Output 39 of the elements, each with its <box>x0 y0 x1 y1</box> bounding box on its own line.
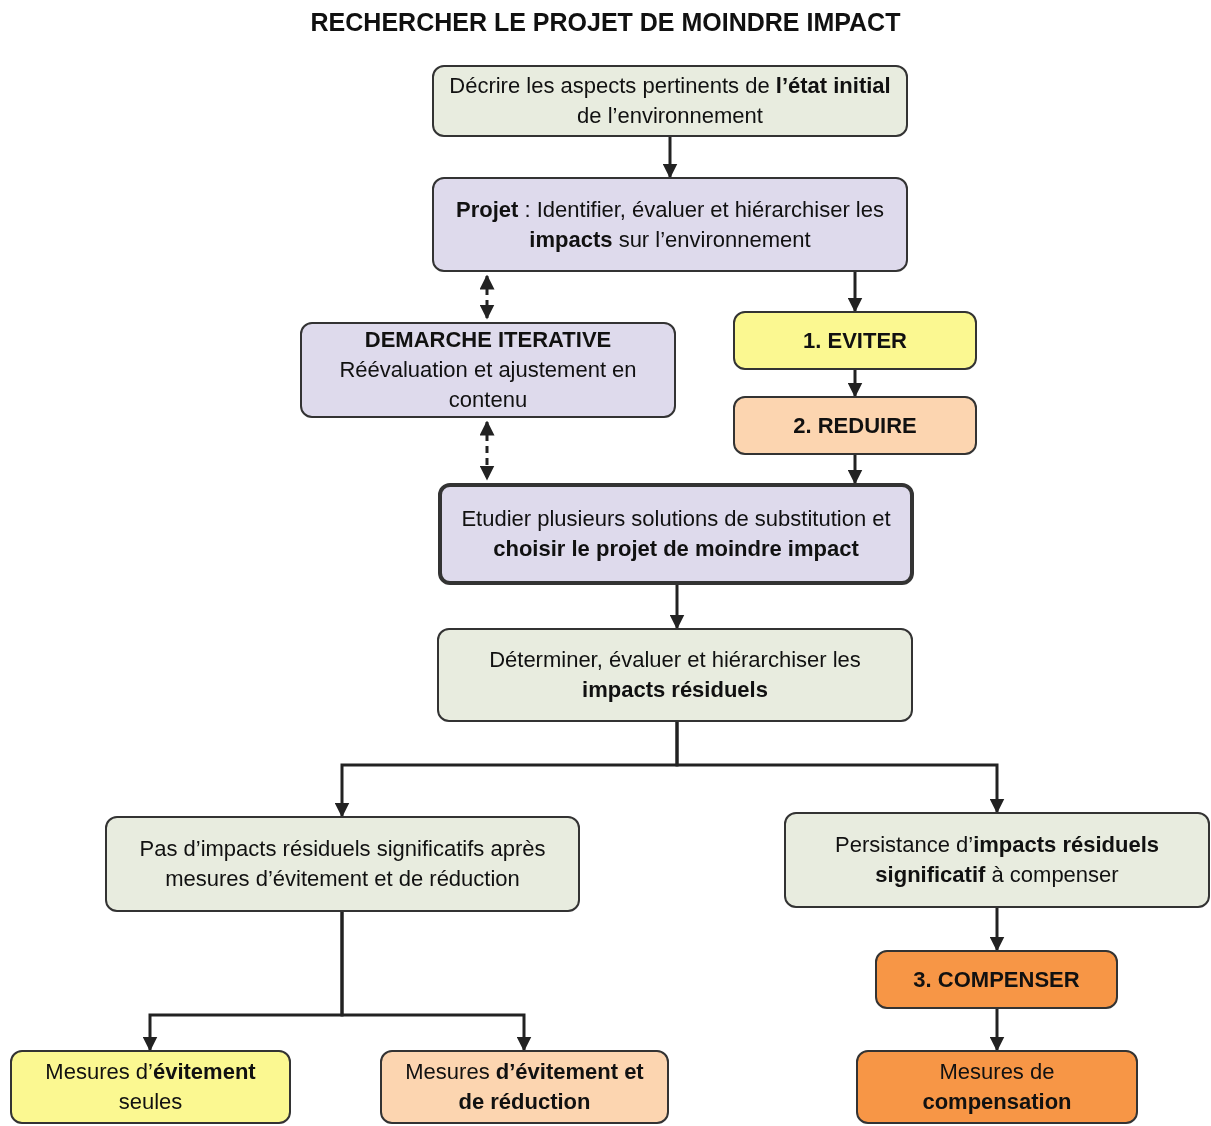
box-text: Réévaluation et ajustement en contenu <box>338 356 638 414</box>
process-box <box>105 816 580 912</box>
box-text: 3. COMPENSER <box>913 965 1080 994</box>
arrow <box>989 908 1005 952</box>
box-text: Déterminer, évaluer et hiérarchiser les impacts résiduels <box>488 646 862 704</box>
arrow <box>669 585 685 630</box>
box-text: Mesures de compensation <box>921 1058 1073 1116</box>
process-box <box>856 1050 1138 1124</box>
arrow <box>847 272 863 313</box>
box-text: Etudier plusieurs solutions de substitution et choisir le projet de moindre impact <box>460 505 892 563</box>
dashed-double-arrow <box>479 274 495 320</box>
process-box <box>438 483 914 585</box>
arrow <box>662 137 678 179</box>
box-text: 2. REDUIRE <box>793 411 917 440</box>
arrow <box>340 912 532 1052</box>
dashed-double-arrow <box>479 420 495 481</box>
process-box <box>300 322 676 418</box>
process-box <box>733 311 977 370</box>
box-heading: DEMARCHE ITERATIVE <box>364 326 612 354</box>
arrow <box>989 1009 1005 1052</box>
arrow <box>847 370 863 398</box>
diagram-title: RECHERCHER LE PROJET DE MOINDRE IMPACT <box>309 8 902 37</box>
arrow <box>675 722 1005 814</box>
process-box <box>432 65 908 137</box>
box-text: Décrire les aspects pertinents de l’état initial de l’environnement <box>448 72 892 130</box>
process-box <box>432 177 908 272</box>
process-box <box>784 812 1210 908</box>
arrow <box>847 455 863 485</box>
box-text: Pas d’impacts résiduels significatifs après mesures d’évitement et de réduction <box>138 835 547 893</box>
process-box <box>10 1050 291 1124</box>
box-text: Mesures d’évitement et de réduction <box>404 1058 645 1116</box>
process-box <box>380 1050 669 1124</box>
process-box <box>437 628 913 722</box>
process-box <box>875 950 1118 1009</box>
box-text: 1. EVITER <box>803 326 907 355</box>
process-box <box>733 396 977 455</box>
box-text: Mesures d’évitement seules <box>44 1058 257 1116</box>
box-text: Projet : Identifier, évaluer et hiérarchiser les impacts sur l’environnement <box>455 195 885 254</box>
box-text: Persistance d’impacts résiduels significatif à compenser <box>833 831 1161 889</box>
